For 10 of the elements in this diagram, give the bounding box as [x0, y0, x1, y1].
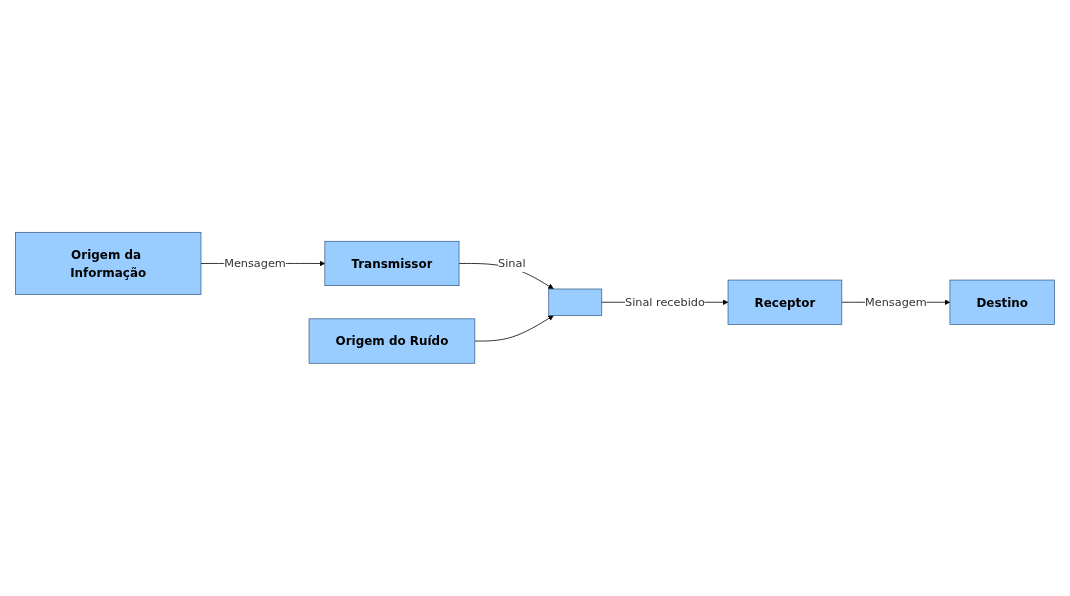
node-box: Receptor — [727, 279, 843, 325]
node-box: Destino — [949, 279, 1055, 325]
node-box: Origem do Ruído — [308, 318, 476, 364]
node-box: Origem da Informação — [15, 232, 202, 296]
edge-label: Mensagem — [224, 256, 286, 270]
edge-label: Sinal — [498, 256, 526, 270]
node-box — [548, 288, 603, 317]
edge-label: Sinal recebido — [625, 295, 705, 309]
node-box: Transmissor — [324, 241, 460, 287]
edge-label: Mensagem — [865, 295, 927, 309]
